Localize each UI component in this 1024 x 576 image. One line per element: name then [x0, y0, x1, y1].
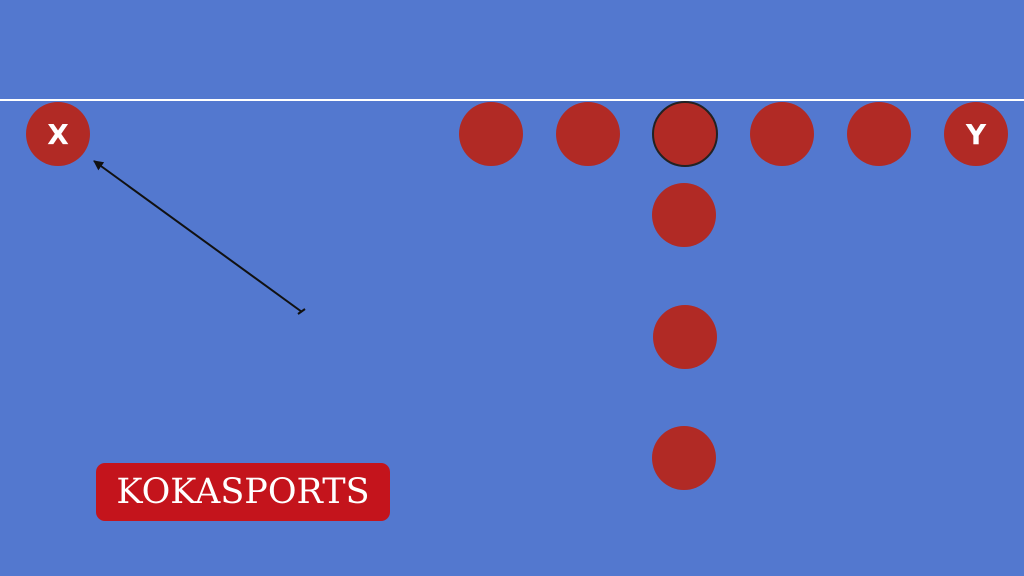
player-row-4 [750, 102, 814, 166]
kokasports-logo: KOKASPORTS [96, 463, 390, 521]
player-y-label: Y [965, 118, 987, 151]
player-y [944, 102, 1008, 166]
logo-text: KOKASPORTS [116, 471, 370, 512]
player-column-3 [652, 426, 716, 490]
player-row-1 [459, 102, 523, 166]
player-row-5 [847, 102, 911, 166]
player-x-label: X [47, 118, 69, 151]
player-column-2 [653, 305, 717, 369]
player-x [26, 102, 90, 166]
player-center [652, 101, 718, 167]
player-column-1 [652, 183, 716, 247]
arrow-tail-tick [297, 308, 306, 315]
player-row-2 [556, 102, 620, 166]
movement-arrow [93, 160, 303, 313]
